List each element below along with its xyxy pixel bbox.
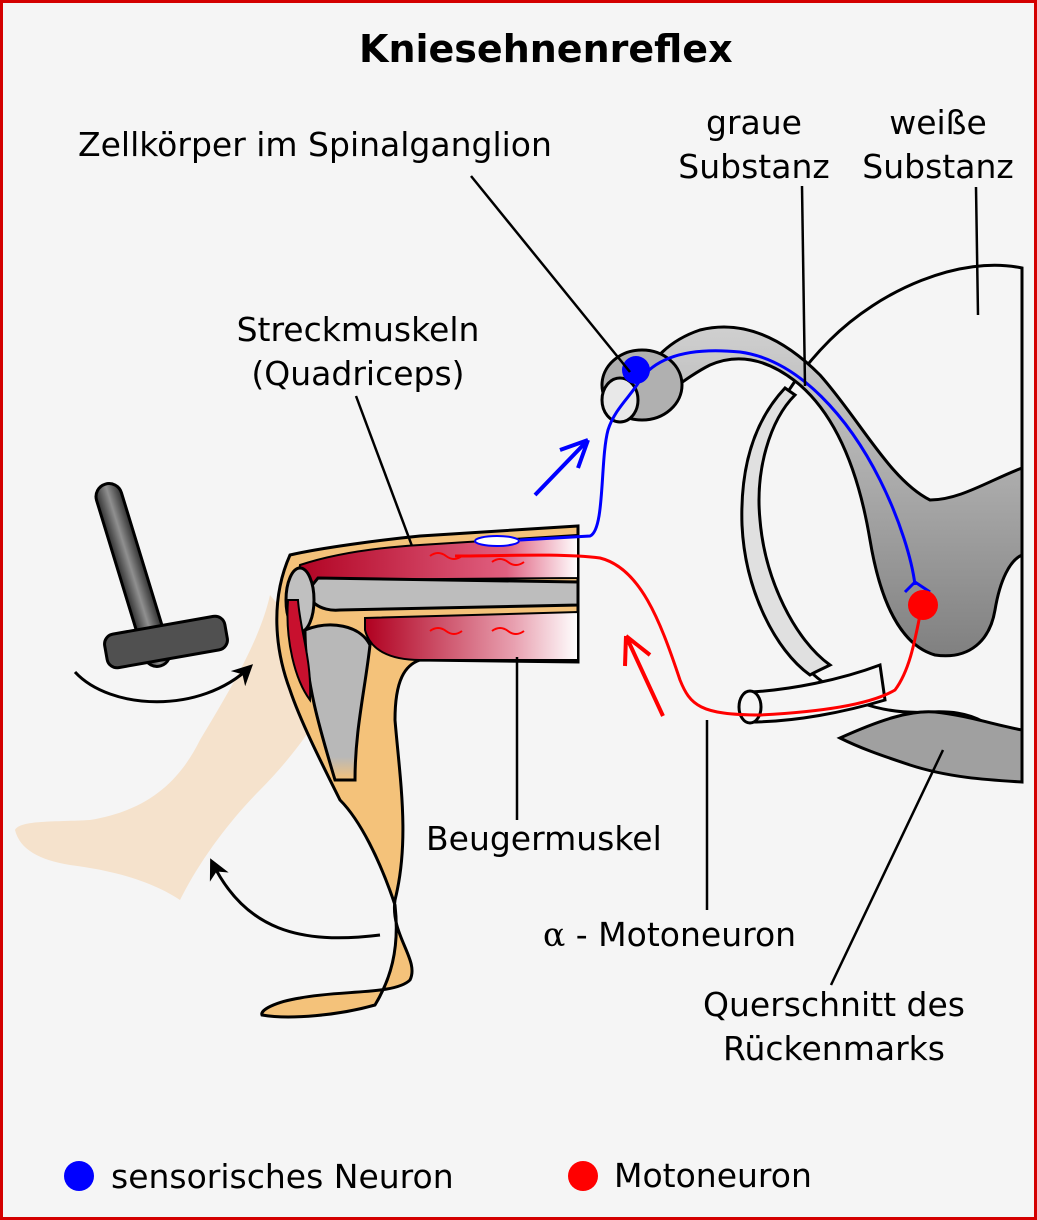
label-white-matter-line1: weiße [889, 103, 987, 142]
motor-direction-arrow [623, 634, 665, 717]
label-alpha-motoneuron: α - Motoneuron [543, 913, 796, 957]
hammer-swing-arrow [73, 664, 254, 704]
label-spinal-cross-section: Querschnitt des Rückenmarks [691, 983, 977, 1071]
motor-endplates [429, 552, 525, 635]
label-cell-body: Zellkörper im Spinalganglion [78, 125, 552, 164]
femur-bone [307, 576, 580, 612]
legend-motor-label: Motoneuron [614, 1156, 812, 1195]
label-grey-matter: graue Substanz [669, 101, 839, 189]
label-extensor-muscles: Streckmuskeln (Quadriceps) [225, 308, 491, 396]
sensory-direction-arrow [533, 438, 590, 497]
label-cross-section-line2: Rückenmarks [723, 1029, 945, 1068]
reflex-illustration [15, 175, 1024, 1019]
motor-neuron-path [454, 553, 924, 717]
spinal-cord-lower-section [836, 710, 1024, 784]
alpha-symbol: α [543, 915, 566, 954]
label-white-matter: weiße Substanz [853, 101, 1023, 189]
diagram-title: Kniesehnenreflex [359, 27, 733, 71]
label-white-matter-line2: Substanz [862, 147, 1014, 186]
flexor-muscle [364, 610, 579, 661]
leg-kick-arrow [209, 858, 381, 940]
muscle-spindle [474, 535, 520, 547]
dorsal-horn-strand [740, 386, 833, 677]
legend-motor-dot [568, 1161, 598, 1191]
legend-sensory-dot [64, 1161, 94, 1191]
ventral-root [748, 662, 887, 724]
leader-lines [354, 175, 980, 986]
label-extensor-line2: (Quadriceps) [251, 354, 465, 393]
sensory-neuron-path [519, 349, 917, 586]
label-grey-matter-line1: graue [706, 103, 802, 142]
label-grey-matter-line2: Substanz [678, 147, 830, 186]
motoneuron-cell-body [908, 590, 938, 620]
patellar-tendon [286, 599, 312, 703]
dorsal-root-opening [600, 376, 640, 424]
sensory-cell-body [622, 356, 650, 384]
label-cross-section-line1: Querschnitt des [703, 985, 965, 1024]
tibia-bone [303, 623, 372, 782]
leg-extended-ghost [15, 595, 340, 900]
label-flexor-muscle: Beugermuskel [426, 819, 662, 858]
sensory-synapse [903, 580, 931, 594]
ventral-root-opening [737, 689, 763, 725]
label-extensor-line1: Streckmuskeln [236, 310, 480, 349]
alpha-motoneuron-text: - Motoneuron [565, 915, 797, 954]
reflex-hammer-icon [94, 482, 229, 670]
legend-sensory-label: sensorisches Neuron [111, 1157, 454, 1196]
